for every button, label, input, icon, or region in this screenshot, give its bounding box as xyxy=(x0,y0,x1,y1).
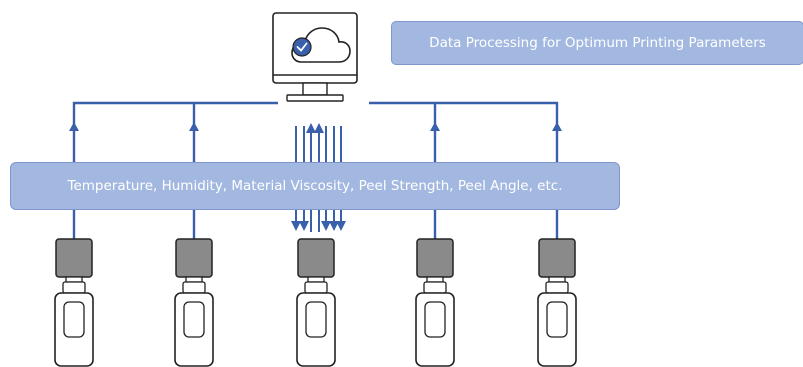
arrow-up-4 xyxy=(430,122,440,131)
printer-window xyxy=(183,301,205,338)
printer-head xyxy=(55,238,93,278)
printer-icon xyxy=(415,238,455,367)
printer-neck xyxy=(65,276,83,283)
printer-window xyxy=(424,301,446,338)
arrow-up-2 xyxy=(189,122,199,131)
printer-head xyxy=(416,238,454,278)
data-processing-label: Data Processing for Optimum Printing Par… xyxy=(391,21,803,65)
printer-window xyxy=(546,301,568,338)
printer-neck xyxy=(185,276,203,283)
printer-neck xyxy=(426,276,444,283)
printer-neck xyxy=(548,276,566,283)
printer-connector xyxy=(304,281,328,294)
printer-icon xyxy=(296,238,336,367)
monitor-base xyxy=(286,94,344,102)
printer-connector xyxy=(423,281,447,294)
checkmark-stroke xyxy=(296,42,308,52)
printer-connector xyxy=(545,281,569,294)
printer-icon xyxy=(537,238,577,367)
parameters-label: Temperature, Humidity, Material Viscosit… xyxy=(10,162,620,210)
printer-head xyxy=(538,238,576,278)
printer-head xyxy=(297,238,335,278)
monitor-neck xyxy=(302,82,328,96)
checkmark-icon xyxy=(292,37,312,57)
printer-window xyxy=(305,301,327,338)
printer-connector xyxy=(62,281,86,294)
printer-icon xyxy=(54,238,94,367)
printer-connector xyxy=(182,281,206,294)
printer-neck xyxy=(307,276,325,283)
printer-icon xyxy=(174,238,214,367)
arrow-up-5 xyxy=(552,122,562,131)
printers-group xyxy=(54,238,577,367)
upload-arrows xyxy=(69,122,562,131)
cloud-computer-icon xyxy=(272,12,358,102)
printer-window xyxy=(63,301,85,338)
arrow-up-1 xyxy=(69,122,79,131)
printer-head xyxy=(175,238,213,278)
